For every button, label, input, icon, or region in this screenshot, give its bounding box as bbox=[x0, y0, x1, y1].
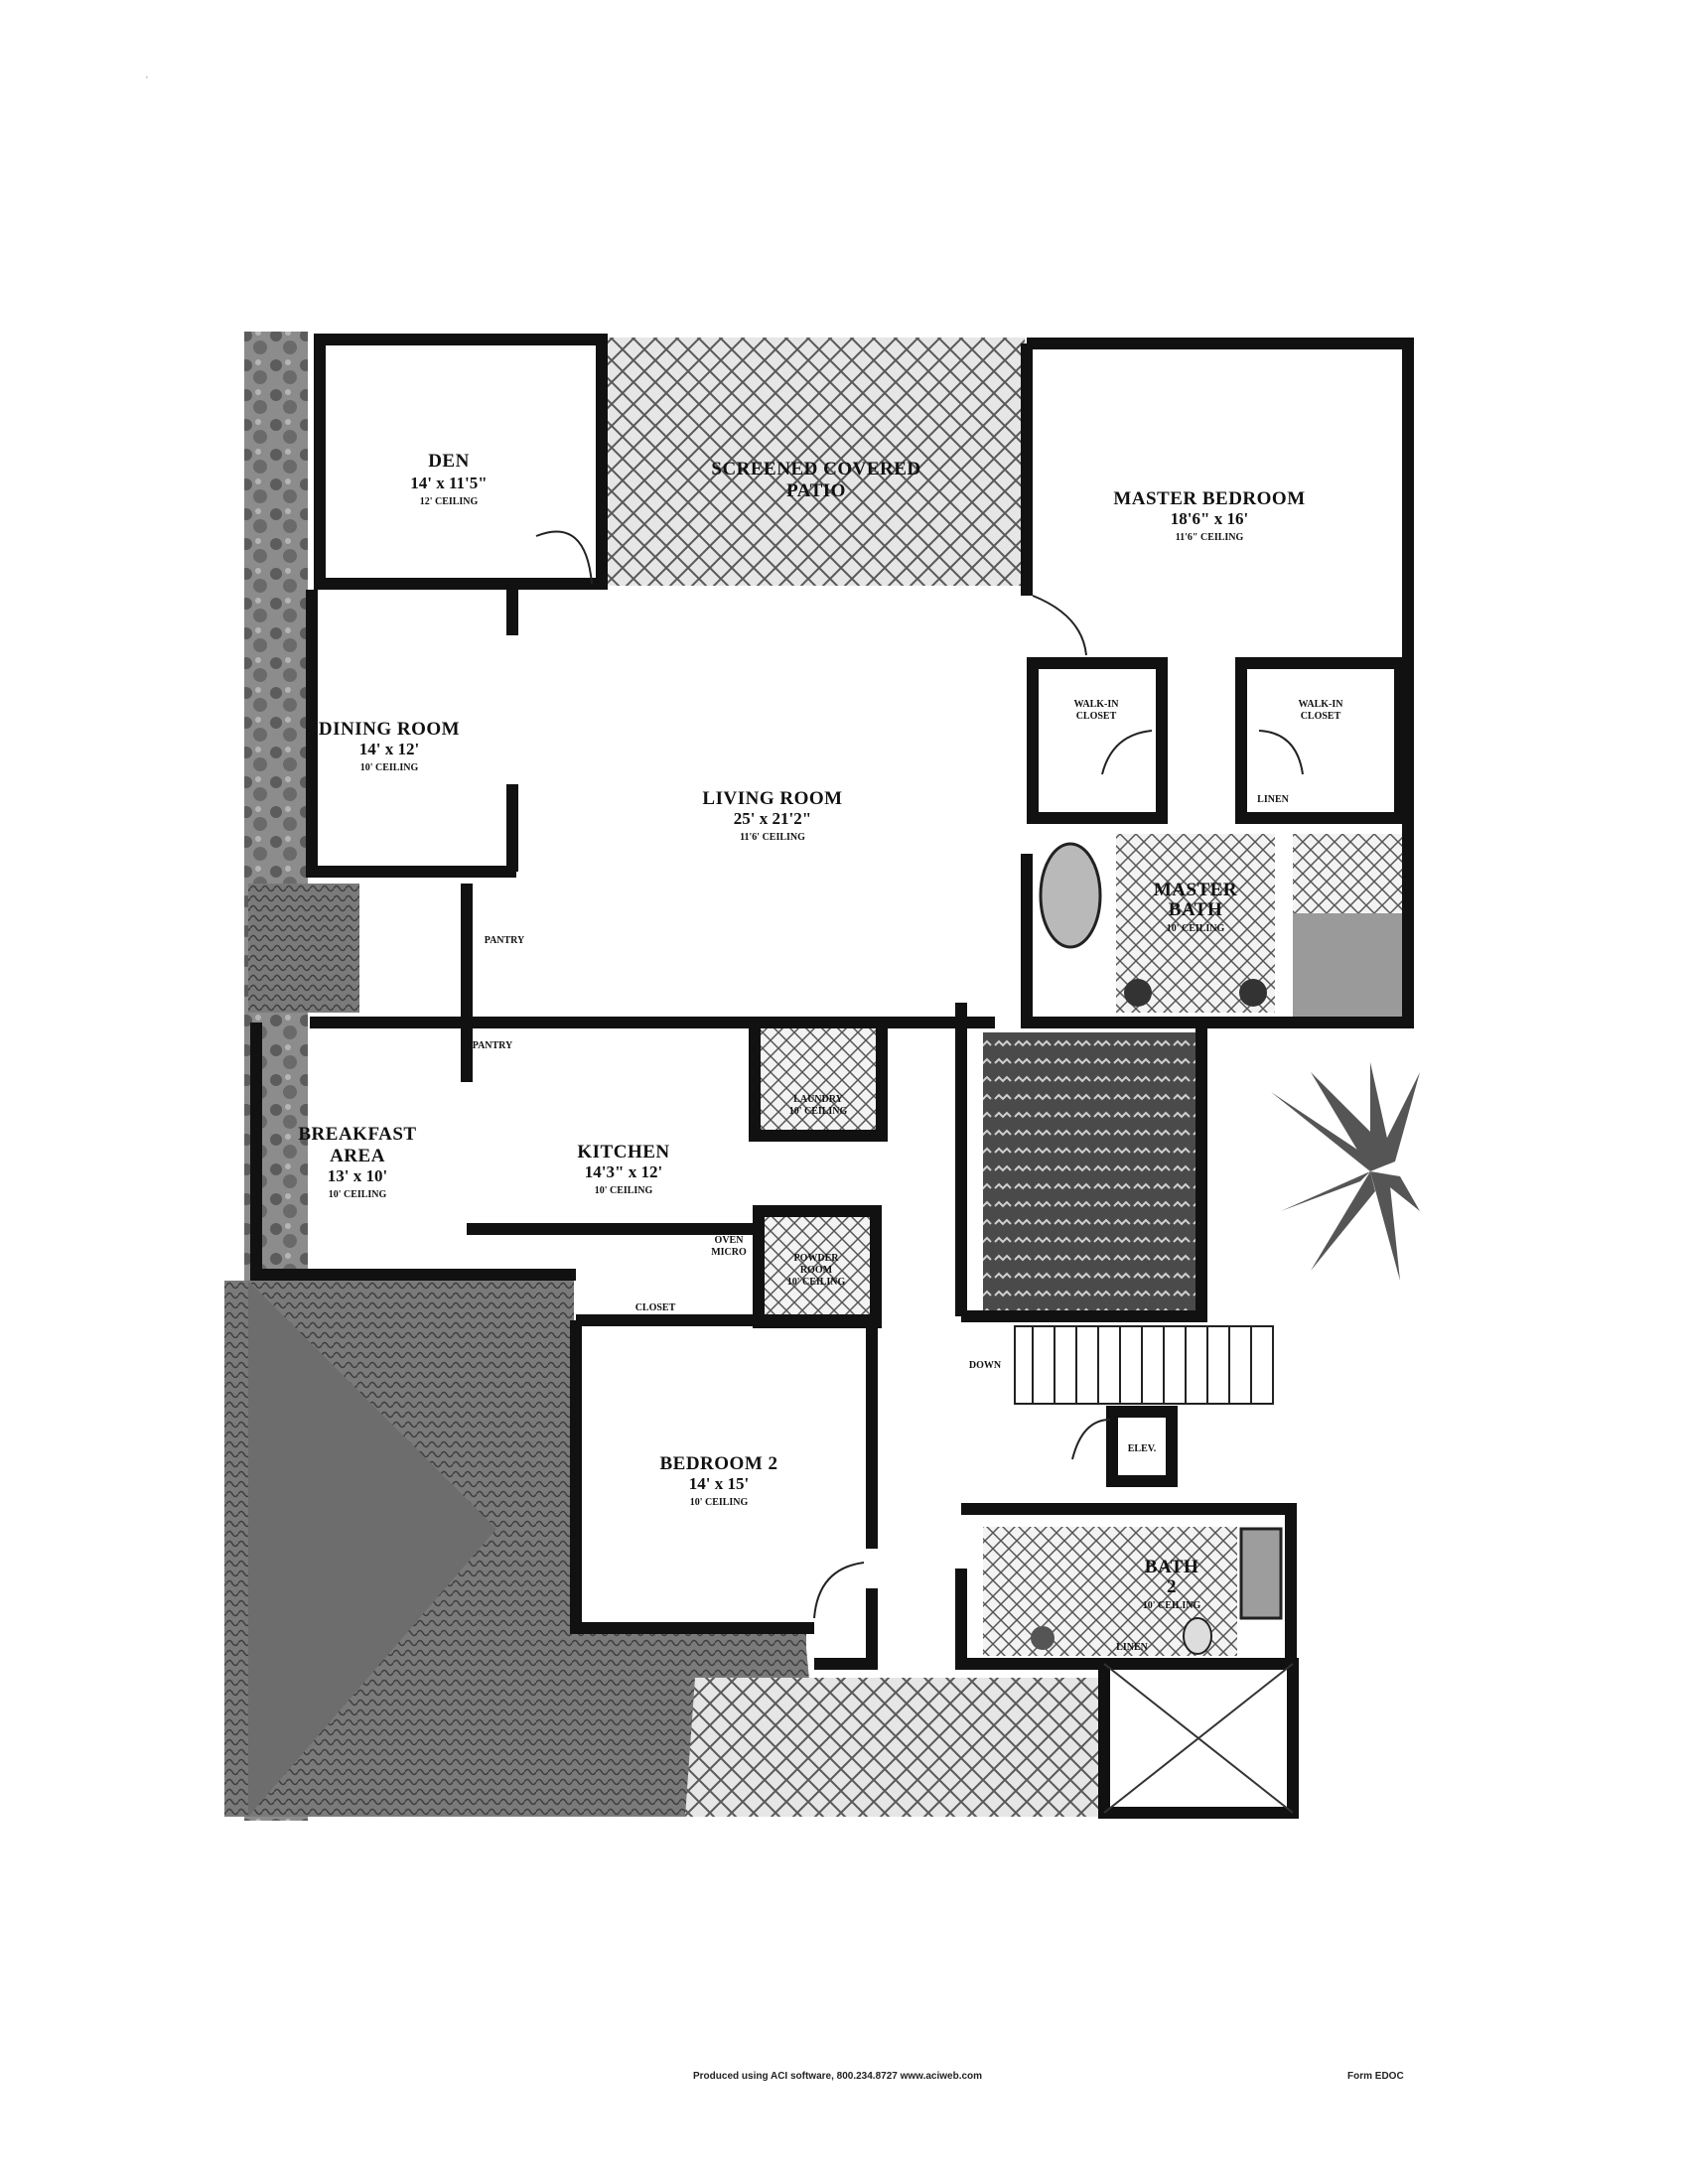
svg-text:11'6" CEILING: 11'6" CEILING bbox=[1176, 532, 1244, 543]
patio-label: SCREENED COVERED PATIO bbox=[711, 459, 920, 501]
roof-ridge bbox=[248, 1281, 496, 1817]
svg-text:10' CEILING: 10' CEILING bbox=[360, 762, 419, 773]
svg-text:POWDER: POWDER bbox=[794, 1253, 840, 1264]
powder-room-label: POWDER ROOM 10' CEILING bbox=[787, 1253, 846, 1288]
shower-glass bbox=[1293, 913, 1408, 1023]
pantry-label-2: PANTRY bbox=[473, 1040, 513, 1051]
svg-text:10' CEILING: 10' CEILING bbox=[789, 1106, 848, 1117]
svg-text:10' CEILING: 10' CEILING bbox=[329, 1189, 387, 1200]
svg-text:BATH: BATH bbox=[1145, 1557, 1198, 1577]
bath2-tub bbox=[1239, 1527, 1283, 1620]
walk-in-closet-right-label: WALK-IN CLOSET bbox=[1298, 699, 1343, 722]
shaft-cross bbox=[1103, 1663, 1294, 1814]
svg-text:WALK-IN: WALK-IN bbox=[1073, 699, 1119, 710]
toilet bbox=[1183, 1617, 1212, 1655]
kitchen-label: KITCHEN 14'3" x 12' 10' CEILING bbox=[577, 1142, 669, 1196]
elevator-label: ELEV. bbox=[1128, 1443, 1157, 1454]
svg-text:14'3" x 12': 14'3" x 12' bbox=[585, 1162, 662, 1181]
scan-mark: · bbox=[145, 71, 149, 83]
master-tub bbox=[1039, 842, 1102, 949]
svg-text:18'6" x 16': 18'6" x 16' bbox=[1171, 509, 1248, 528]
svg-text:CLOSET: CLOSET bbox=[1076, 711, 1117, 722]
palm-tree bbox=[1271, 1062, 1420, 1281]
oven-label: OVEN MICRO bbox=[711, 1235, 747, 1258]
svg-text:MICRO: MICRO bbox=[711, 1247, 747, 1258]
svg-text:LAUNDRY: LAUNDRY bbox=[793, 1094, 843, 1105]
svg-text:14' x 12': 14' x 12' bbox=[359, 740, 419, 758]
sink-left bbox=[1124, 979, 1152, 1007]
down-label: DOWN bbox=[969, 1360, 1002, 1371]
svg-text:SCREENED COVERED: SCREENED COVERED bbox=[711, 459, 920, 479]
closet-label: CLOSET bbox=[635, 1302, 676, 1313]
planter bbox=[248, 884, 359, 1013]
den-label: DEN 14' x 11'5" 12' CEILING bbox=[410, 451, 487, 507]
linen-master-label: LINEN bbox=[1257, 794, 1289, 805]
svg-text:10' CEILING: 10' CEILING bbox=[595, 1185, 653, 1196]
svg-text:2: 2 bbox=[1167, 1576, 1177, 1597]
svg-text:10' CEILING: 10' CEILING bbox=[787, 1277, 846, 1288]
linen-bath2-label: LINEN bbox=[1116, 1642, 1148, 1653]
svg-text:AREA: AREA bbox=[330, 1146, 385, 1166]
walk-in-closet-left-label: WALK-IN CLOSET bbox=[1073, 699, 1119, 722]
svg-text:LIVING ROOM: LIVING ROOM bbox=[702, 788, 842, 809]
living-room-label: LIVING ROOM 25' x 21'2" 11'6' CEILING bbox=[702, 788, 842, 843]
svg-text:14' x 15': 14' x 15' bbox=[689, 1474, 749, 1493]
svg-text:MASTER: MASTER bbox=[1154, 880, 1237, 900]
bedroom-2-label: BEDROOM 2 14' x 15' 10' CEILING bbox=[659, 1453, 777, 1508]
master-bath-label: MASTER BATH 10' CEILING bbox=[1154, 880, 1237, 934]
svg-text:KITCHEN: KITCHEN bbox=[577, 1142, 669, 1162]
svg-text:BREAKFAST: BREAKFAST bbox=[298, 1124, 416, 1145]
svg-text:PATIO: PATIO bbox=[786, 480, 846, 501]
svg-text:10' CEILING: 10' CEILING bbox=[1143, 1600, 1201, 1611]
footer-form: Form EDOC bbox=[1347, 2071, 1404, 2082]
svg-text:DEN: DEN bbox=[428, 451, 470, 472]
door-swings bbox=[535, 530, 1304, 1619]
svg-text:13' x 10': 13' x 10' bbox=[328, 1166, 387, 1185]
svg-text:ROOM: ROOM bbox=[800, 1265, 833, 1276]
svg-text:10' CEILING: 10' CEILING bbox=[1167, 923, 1225, 934]
sink-right bbox=[1239, 979, 1267, 1007]
pool-deck bbox=[983, 1032, 1196, 1316]
svg-text:WALK-IN: WALK-IN bbox=[1298, 699, 1343, 710]
footer-produced: Produced using ACI software, 800.234.872… bbox=[693, 2071, 983, 2082]
svg-text:MASTER BEDROOM: MASTER BEDROOM bbox=[1113, 488, 1305, 509]
bath2-sink bbox=[1031, 1626, 1055, 1650]
svg-text:11'6' CEILING: 11'6' CEILING bbox=[740, 832, 805, 843]
svg-text:BEDROOM 2: BEDROOM 2 bbox=[659, 1453, 777, 1474]
bath-2-label: BATH 2 10' CEILING bbox=[1143, 1557, 1201, 1611]
svg-text:OVEN: OVEN bbox=[715, 1235, 745, 1246]
svg-text:12' CEILING: 12' CEILING bbox=[420, 496, 479, 507]
master-bedroom-label: MASTER BEDROOM 18'6" x 16' 11'6" CEILING bbox=[1113, 488, 1305, 543]
laundry-label: LAUNDRY 10' CEILING bbox=[789, 1094, 848, 1117]
shower-tile bbox=[1293, 834, 1408, 913]
walls bbox=[250, 334, 1414, 1819]
svg-text:10' CEILING: 10' CEILING bbox=[690, 1497, 749, 1508]
svg-text:CLOSET: CLOSET bbox=[1301, 711, 1341, 722]
stairs bbox=[1014, 1325, 1274, 1405]
breakfast-area-label: BREAKFAST AREA 13' x 10' 10' CEILING bbox=[298, 1124, 416, 1200]
svg-text:25' x 21'2": 25' x 21'2" bbox=[734, 809, 811, 828]
svg-text:DINING ROOM: DINING ROOM bbox=[319, 719, 460, 740]
pantry-label: PANTRY bbox=[485, 935, 525, 946]
patio-floor bbox=[608, 338, 1025, 586]
dining-room-label: DINING ROOM 14' x 12' 10' CEILING bbox=[319, 719, 460, 773]
svg-text:14' x 11'5": 14' x 11'5" bbox=[410, 474, 487, 492]
powder-tile bbox=[761, 1213, 872, 1322]
bottom-paving bbox=[685, 1678, 1104, 1817]
svg-text:BATH: BATH bbox=[1169, 899, 1222, 920]
laundry-tile bbox=[755, 1023, 882, 1132]
